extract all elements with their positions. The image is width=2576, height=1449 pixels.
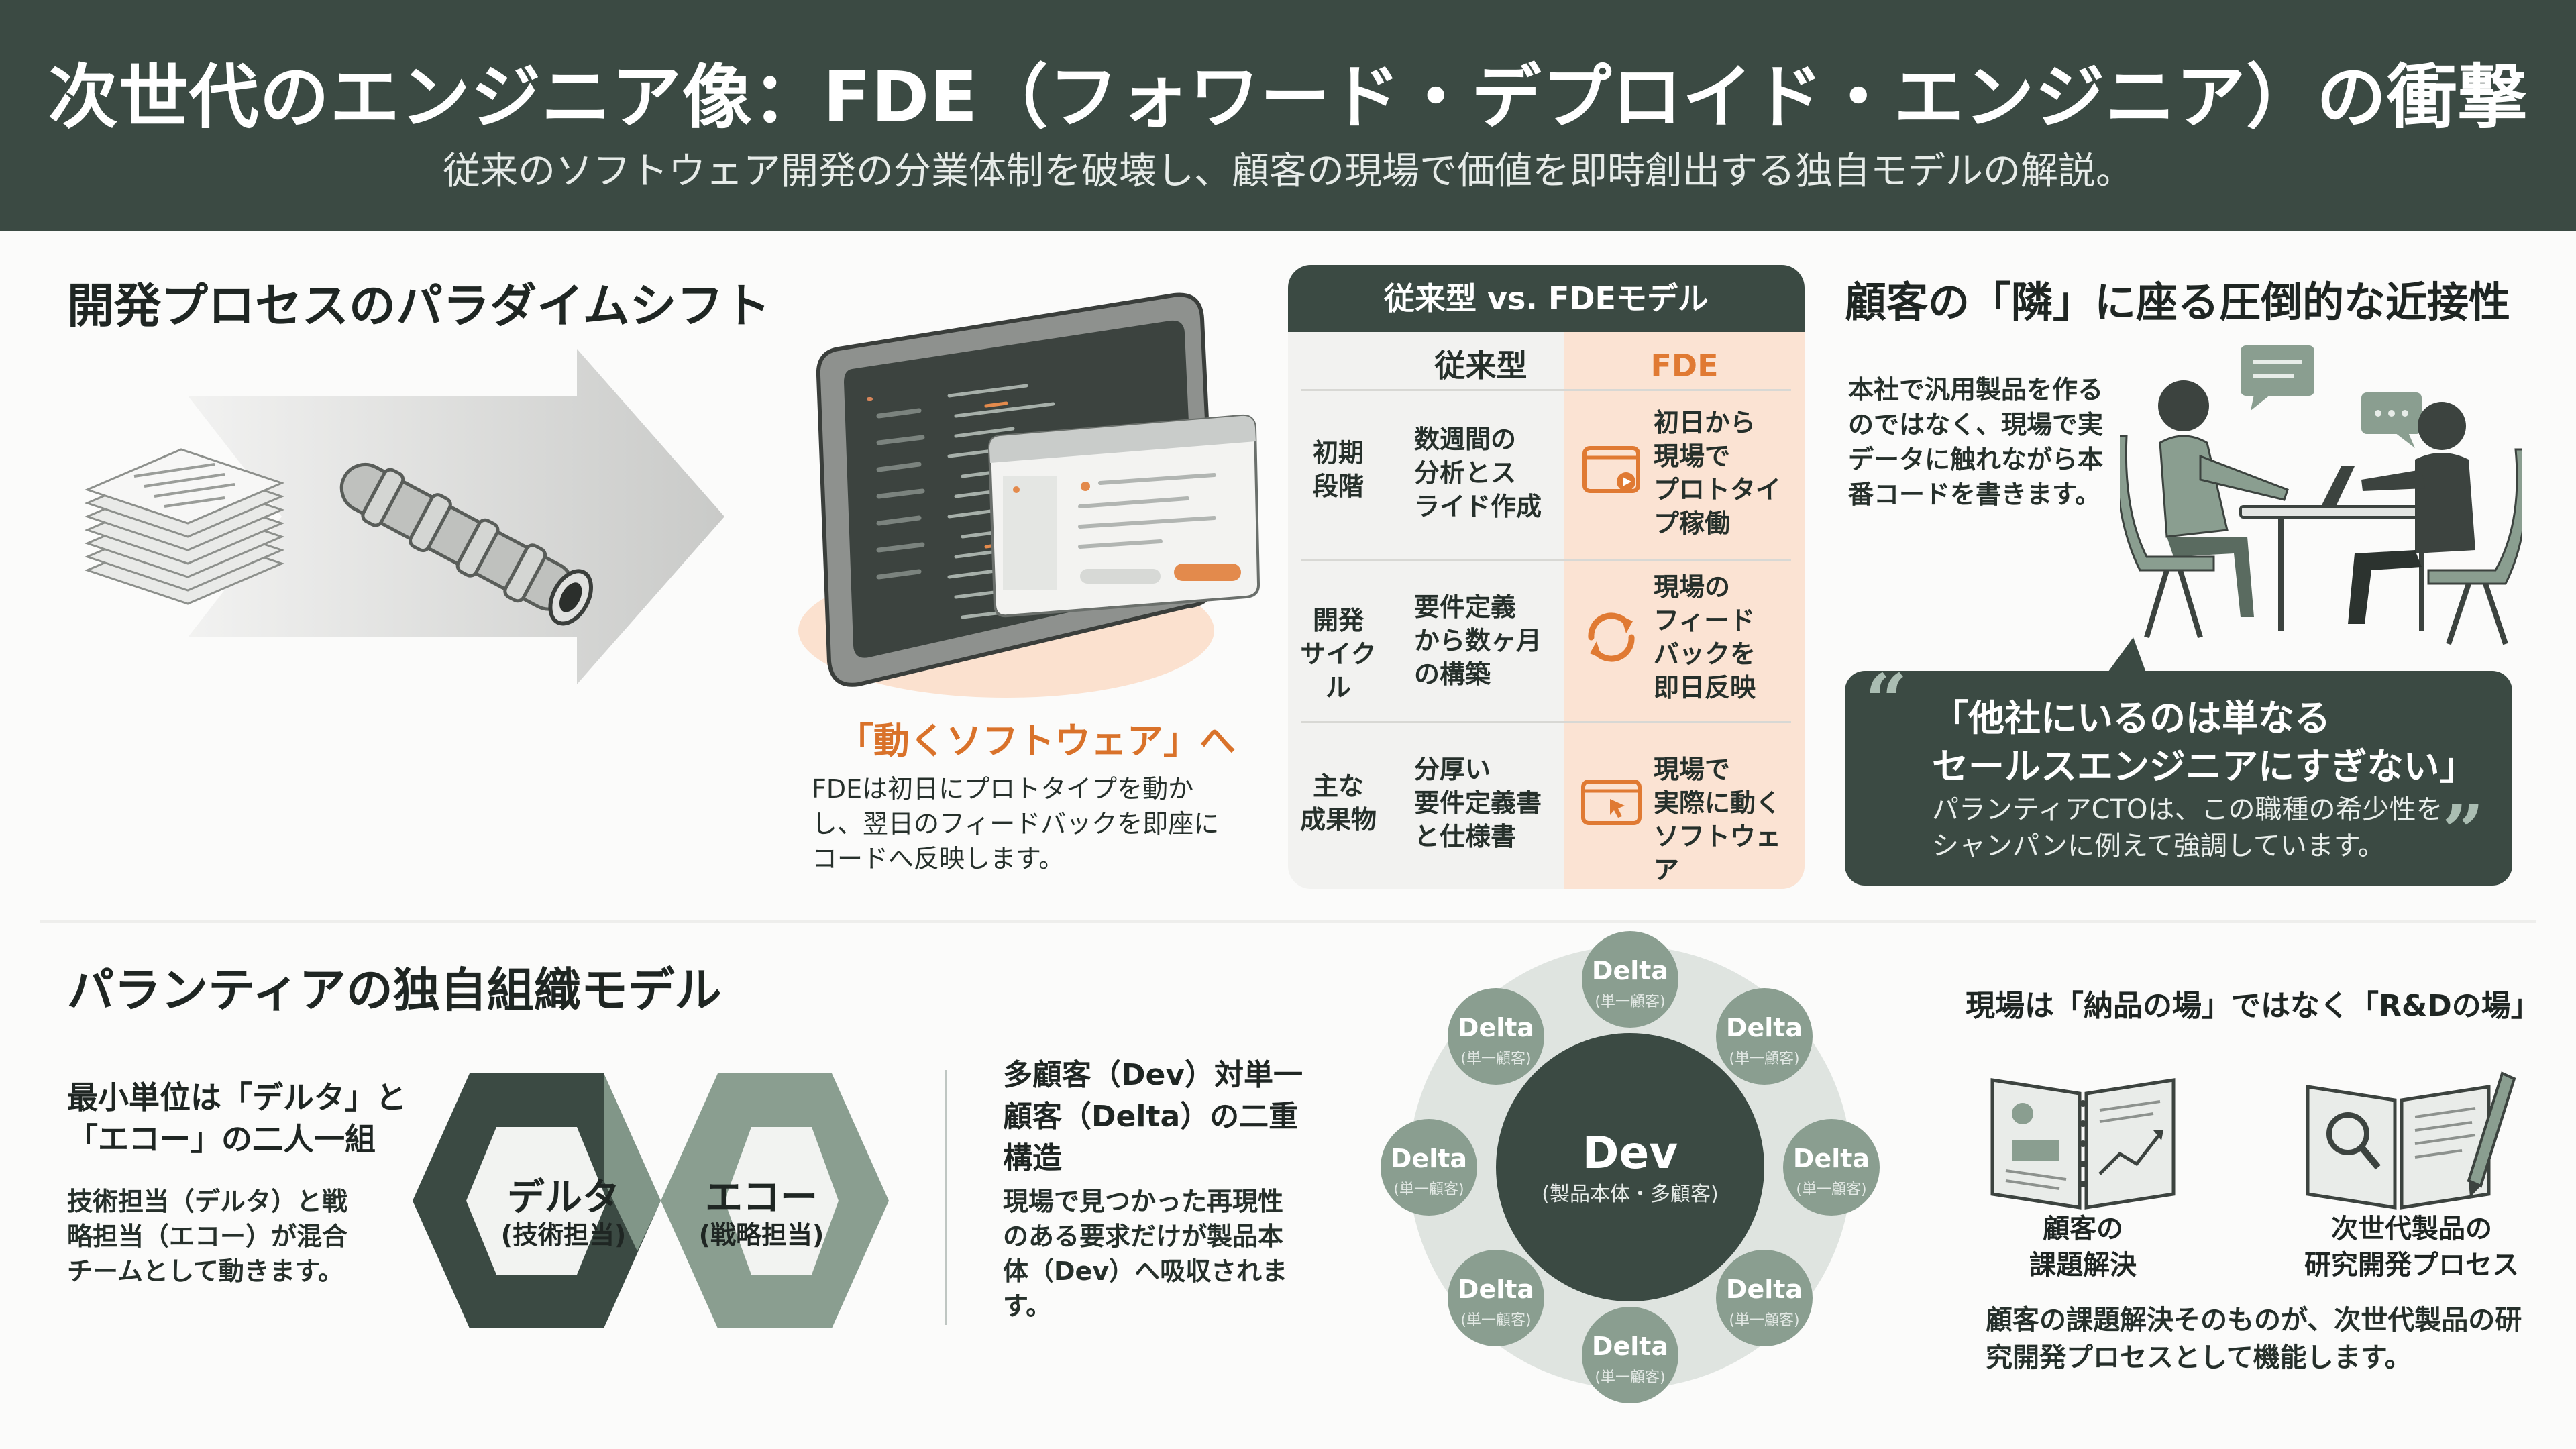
delta-label: デルタ — [507, 1176, 620, 1220]
delta-node-sub: (単一顧客) — [1729, 1312, 1800, 1329]
proximity-title: 顧客の「隣」に座る圧倒的な近接性 — [1845, 278, 2511, 327]
popup-window-icon — [987, 414, 1260, 618]
comparison-table: 従来型 vs. FDEモデル 従来型 FDE 初期 段階 数週間の 分析とス ラ… — [1288, 265, 1805, 889]
row-traditional-cell: 数週間の 分析とス ライド作成 — [1414, 425, 1542, 521]
delta-node-sub: (単一顧客) — [1729, 1051, 1800, 1067]
refresh-cycle-icon — [1588, 612, 1635, 662]
delta-node-sub: (単一顧客) — [1595, 1369, 1666, 1386]
unit-title: 最小単位は「デルタ」と「エコー」の二人一組 — [67, 1079, 407, 1157]
delta-node-label: Delta — [1725, 1013, 1803, 1042]
row-divider — [1301, 721, 1791, 723]
quote-main: 「他社にいるのは単なる セールスエンジニアにすぎない」 — [1932, 697, 2476, 788]
echo-label: エコー — [705, 1176, 818, 1220]
row-label: 初期 段階 — [1312, 438, 1364, 501]
row-fde-cell: 現場の フィード バックを 即日反映 — [1654, 572, 1756, 702]
header-banner — [0, 0, 2576, 231]
delta-sub-label: (技術担当) — [500, 1220, 627, 1250]
delta-node-label: Delta — [1457, 1275, 1535, 1304]
row-traditional-cell: 分厚い 要件定義書 と仕様書 — [1414, 755, 1542, 851]
row-divider — [1301, 389, 1791, 391]
column-header-fde: FDE — [1650, 347, 1719, 384]
delta-node-label: Delta — [1457, 1013, 1535, 1042]
row-traditional-cell: 要件定義 から数ヶ月 の構築 — [1414, 592, 1542, 689]
cursor-window-icon — [1581, 780, 1642, 825]
open-quote-icon: “ — [1865, 657, 1908, 744]
close-quote-icon: ” — [2442, 788, 2485, 875]
section-divider — [40, 920, 2536, 923]
delta-node-sub: (単一顧客) — [1460, 1312, 1532, 1329]
paradigm-title: 開発プロセスのパラダイムシフト — [67, 278, 771, 333]
dual-structure-description: 現場で見つかった再現性のある要求だけが製品本体（Dev）へ吸収されます。 — [1003, 1187, 1288, 1321]
delta-node-label: Delta — [1792, 1144, 1870, 1173]
dev-delta-cluster-diagram — [1381, 931, 1880, 1403]
org-model-title: パランティアの独自組織モデル — [67, 963, 722, 1018]
delta-node-sub: (単一顧客) — [1796, 1181, 1867, 1198]
book1-caption: 顧客の 課題解決 — [2029, 1214, 2137, 1281]
paradigm-subheading: 「動くソフトウェア」へ — [837, 720, 1236, 762]
play-window-icon — [1582, 446, 1640, 493]
notebook-chart-icon — [1990, 1078, 2176, 1210]
row-fde-cell: 現場で 実際に動く ソフトウェア — [1654, 755, 1782, 885]
fde-column-highlight — [1564, 332, 1805, 889]
person-icon — [2348, 402, 2522, 645]
person-icon — [2120, 380, 2289, 639]
documents-stack-icon — [84, 448, 285, 605]
quote-sub: パランティアCTOは、この職種の希少性をシャンパンに例えて強調しています。 — [1932, 794, 2443, 861]
quote-card-pointer — [2106, 637, 2147, 674]
customer-meeting-illustration — [2120, 345, 2522, 645]
delta-node-circles — [1381, 931, 1880, 1403]
column-header-traditional: 従来型 — [1434, 347, 1527, 384]
delta-node-sub: (単一顧客) — [1393, 1181, 1464, 1198]
delta-echo-hexagon-diagram — [413, 1073, 889, 1328]
paradigm-arrow-illustration — [84, 349, 724, 684]
row-label: 開発 サイクル — [1300, 606, 1377, 702]
chat-bubble-icon — [2361, 392, 2422, 448]
unit-description: 技術担当（デルタ）と戦略担当（エコー）が混合チームとして動きます。 — [67, 1187, 348, 1286]
rd-description: 顧客の課題解決そのものが、次世代製品の研究開発プロセスとして機能します。 — [1986, 1305, 2522, 1373]
rd-title: 現場は「納品の場」ではなく「R&Dの場」 — [1966, 989, 2540, 1023]
delta-node-label: Delta — [1591, 1332, 1669, 1361]
delta-node-sub: (単一顧客) — [1595, 994, 1666, 1010]
comparison-title: 従来型 vs. FDEモデル — [1288, 265, 1805, 332]
page-subtitle: 従来のソフトウェア開発の分業体制を破壊し、顧客の現場で価値を即時創出する独自モデ… — [443, 150, 2133, 193]
row-divider — [1301, 559, 1791, 561]
row-label: 主な 成果物 — [1299, 771, 1377, 835]
dev-center-label: Dev — [1582, 1127, 1678, 1179]
tablet-illustration — [798, 292, 1260, 698]
speech-bubble-icon — [2241, 345, 2314, 411]
dev-center-sub: (製品本体・多顧客) — [1542, 1183, 1719, 1206]
vertical-divider — [945, 1070, 947, 1325]
dev-core-circle — [1496, 1033, 1764, 1301]
paradigm-description: FDEは初日にプロトタイプを動かし、翌日のフィードバックを即座にコードへ反映しま… — [812, 774, 1220, 873]
delta-node-label: Delta — [1725, 1275, 1803, 1304]
row-fde-cell: 初日から 現場で プロトタイ プ稼働 — [1654, 408, 1782, 538]
delta-node-label: Delta — [1390, 1144, 1468, 1173]
quote-card — [1845, 671, 2512, 885]
delta-node-label: Delta — [1591, 956, 1669, 985]
notebook-research-icon — [2306, 1071, 2516, 1210]
echo-sub-label: (戦略担当) — [698, 1220, 824, 1250]
page-title: 次世代のエンジニア像：FDE（フォワード・デプロイド・エンジニア）の衝撃 — [48, 56, 2528, 138]
proximity-description: 本社で汎用製品を作るのではなく、現場で実データに触れながら本番コードを書きます。 — [1848, 375, 2104, 509]
book2-caption: 次世代製品の 研究開発プロセス — [2304, 1214, 2519, 1281]
delta-node-sub: (単一顧客) — [1460, 1051, 1532, 1067]
dual-structure-title: 多顧客（Dev）対単一顧客（Delta）の二重構造 — [1003, 1058, 1303, 1175]
pipe-icon — [339, 463, 593, 626]
